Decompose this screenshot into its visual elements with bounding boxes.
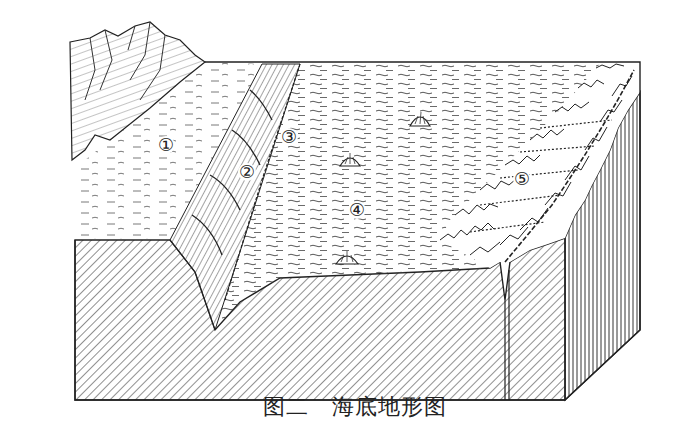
ocean-ridge <box>440 62 640 268</box>
rise-line <box>225 64 300 300</box>
callout-number: ① <box>157 136 175 154</box>
block-outline <box>75 62 640 400</box>
callout-number: ④ <box>348 201 366 219</box>
callout-number: ② <box>238 163 256 181</box>
callout-number: ③ <box>280 128 298 146</box>
ridge-relief <box>440 64 632 255</box>
rift-valley <box>505 70 634 262</box>
mountain-ridges <box>85 22 165 100</box>
land <box>70 22 205 160</box>
callout-number: ⑤ <box>513 170 531 188</box>
transform-faults <box>470 120 612 232</box>
seamount-shading <box>341 112 425 262</box>
seamounts <box>336 117 430 264</box>
continental-slope <box>170 64 300 330</box>
slope-gullies <box>192 90 272 255</box>
rift-line <box>505 270 509 400</box>
figure-caption: 图二 海底地形图 <box>263 394 447 420</box>
